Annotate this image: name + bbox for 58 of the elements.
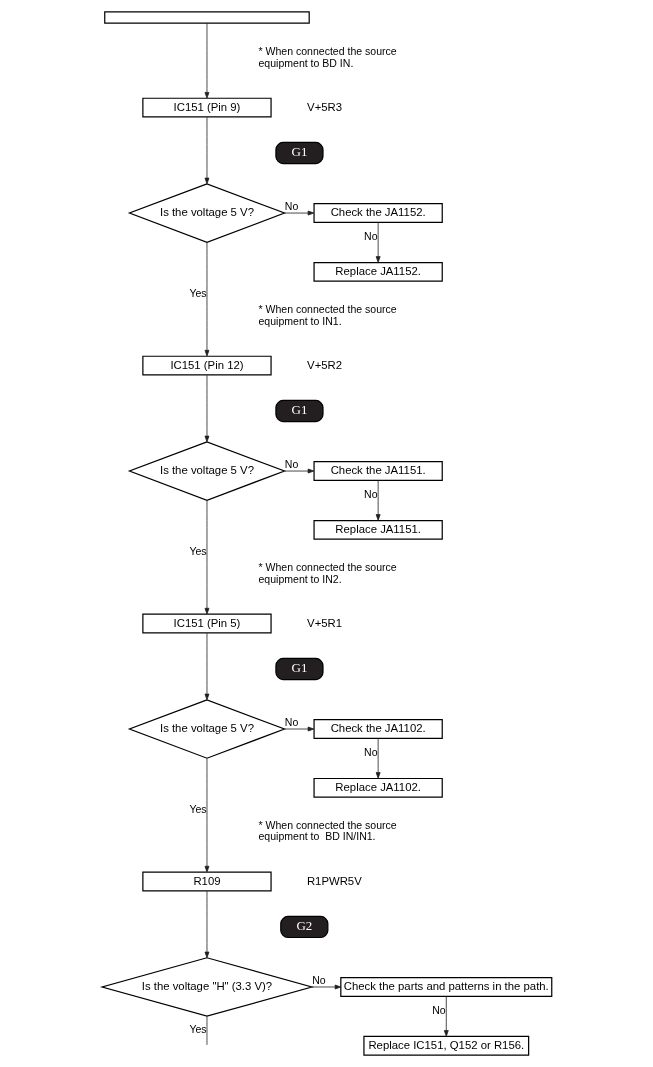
label: * When connected the source equipment to IN1. xyxy=(257,303,397,327)
arrow xyxy=(204,632,209,701)
edge-label: Yes xyxy=(188,544,207,557)
label: * When connected the source equipment to BD IN/IN1. xyxy=(257,819,397,843)
node-diamond: Is the voltage 5 V? xyxy=(127,441,286,501)
arrow xyxy=(204,374,209,443)
node-diamond: Is the voltage 5 V? xyxy=(127,699,286,759)
arrow xyxy=(283,726,314,732)
edge-label: Yes xyxy=(188,286,207,299)
label: * When connected the source equipment to BD IN. xyxy=(257,45,397,69)
edge-label: No xyxy=(284,716,298,729)
node-box: Replace JA1151. xyxy=(312,519,443,540)
edge-label: Yes xyxy=(188,802,207,815)
node-box: G2 xyxy=(279,915,328,939)
arrow xyxy=(375,480,381,521)
arrow xyxy=(311,984,341,990)
node-box: IC151 (Pin 12) xyxy=(141,355,272,376)
arrow xyxy=(204,890,209,959)
node-box xyxy=(103,11,310,24)
node-box: G1 xyxy=(274,141,324,165)
node-box: Check the JA1151. xyxy=(312,461,443,481)
node-diamond: Is the voltage 5 V? xyxy=(127,183,286,243)
node-box: Replace JA1102. xyxy=(312,777,443,798)
node-box: IC151 (Pin 9) xyxy=(141,97,272,118)
edge-label: No xyxy=(363,229,378,242)
node-box: R109 xyxy=(141,871,272,892)
arrow xyxy=(204,116,209,185)
node-box: G1 xyxy=(274,399,324,423)
node-box: IC151 (Pin 5) xyxy=(141,613,272,634)
arrow xyxy=(204,242,209,357)
arrow xyxy=(204,22,209,99)
arrow xyxy=(375,738,381,779)
node-label: V+5R3 xyxy=(306,100,342,113)
edge-label: No xyxy=(284,200,298,213)
edge-label: No xyxy=(431,1003,446,1016)
node-box: Check the JA1102. xyxy=(312,719,443,739)
arrow xyxy=(204,758,209,873)
label: * When connected the source equipment to IN2. xyxy=(257,561,397,585)
arrow xyxy=(375,222,381,263)
node-label: V+5R1 xyxy=(306,616,342,629)
node-box: G1 xyxy=(274,657,324,681)
edge-label: No xyxy=(363,487,378,500)
node-box: Check the JA1152. xyxy=(312,203,443,223)
node-diamond: Is the voltage "H" (3.3 V)? xyxy=(99,957,314,1017)
node-box: Replace IC151, Q152 or R156. xyxy=(362,1035,529,1056)
node-label: V+5R2 xyxy=(306,358,342,371)
arrow xyxy=(283,468,314,474)
edge-label: No xyxy=(311,974,326,987)
node-box: Check the parts and patterns in the path. xyxy=(339,977,552,997)
connector xyxy=(206,1016,207,1046)
edge-label: Yes xyxy=(188,1022,207,1035)
edge-label: No xyxy=(363,745,378,758)
arrow xyxy=(443,996,449,1037)
node-box: Replace JA1152. xyxy=(312,261,443,282)
node-label: R1PWR5V xyxy=(306,874,362,887)
edge-label: No xyxy=(284,458,298,471)
arrow xyxy=(283,210,314,216)
arrow xyxy=(204,500,209,615)
